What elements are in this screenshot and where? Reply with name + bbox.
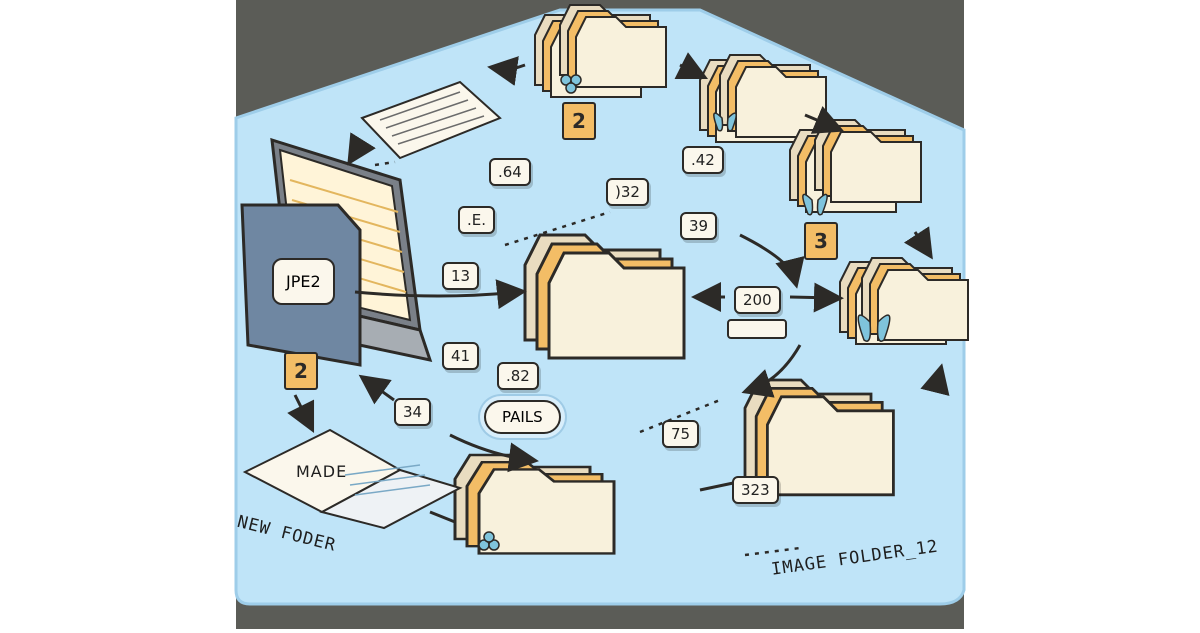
arrow <box>449 433 539 473</box>
arrow <box>789 282 844 313</box>
connector-line <box>429 510 456 524</box>
label-64: .64 <box>489 158 531 186</box>
arrow <box>741 344 802 398</box>
arrow <box>347 132 376 166</box>
folder-stack-center <box>523 233 686 360</box>
butterfly-icon <box>857 314 891 342</box>
arrow <box>903 226 933 260</box>
arrow <box>287 394 315 434</box>
blank-tag <box>727 319 787 339</box>
label-34: 34 <box>394 398 432 426</box>
label-323: 323 <box>732 476 779 504</box>
dotted-line <box>374 160 396 167</box>
dotted-line <box>639 398 721 434</box>
label-200: 200 <box>734 286 781 314</box>
jpeg-tag: JPE2 <box>272 258 335 305</box>
book <box>242 428 463 530</box>
butterfly-icon <box>713 112 737 132</box>
label-75: 75 <box>662 420 700 448</box>
arrow <box>674 52 709 80</box>
arrow <box>487 56 519 86</box>
label-82: .82 <box>497 362 539 390</box>
arrow <box>354 279 527 310</box>
pails-pill: PAILS <box>484 400 561 434</box>
flower-icon <box>478 531 500 551</box>
arrow <box>920 363 950 397</box>
flower-icon <box>560 74 582 94</box>
badge-2-left: 2 <box>284 352 318 390</box>
arrow <box>358 374 395 405</box>
folder-stack-bottom <box>453 453 616 555</box>
butterfly-icon <box>802 193 828 216</box>
badge-2-top: 2 <box>562 102 596 140</box>
badge-3: 3 <box>804 222 838 260</box>
arrow <box>804 106 845 134</box>
label-42: .42 <box>682 146 724 174</box>
folder-stack-far-right <box>839 257 969 345</box>
connector-line <box>699 480 739 492</box>
folder-stack-top <box>534 4 667 98</box>
dotted-line <box>504 210 611 247</box>
label-332: )32 <box>606 178 649 206</box>
arrow <box>739 233 805 289</box>
spreadsheet-card <box>360 80 502 160</box>
label-e: .E. <box>458 206 496 234</box>
label-39: 39 <box>680 212 718 240</box>
label-13: 13 <box>442 262 480 290</box>
label-41: 41 <box>442 342 480 370</box>
book-label: MADE <box>296 462 348 481</box>
